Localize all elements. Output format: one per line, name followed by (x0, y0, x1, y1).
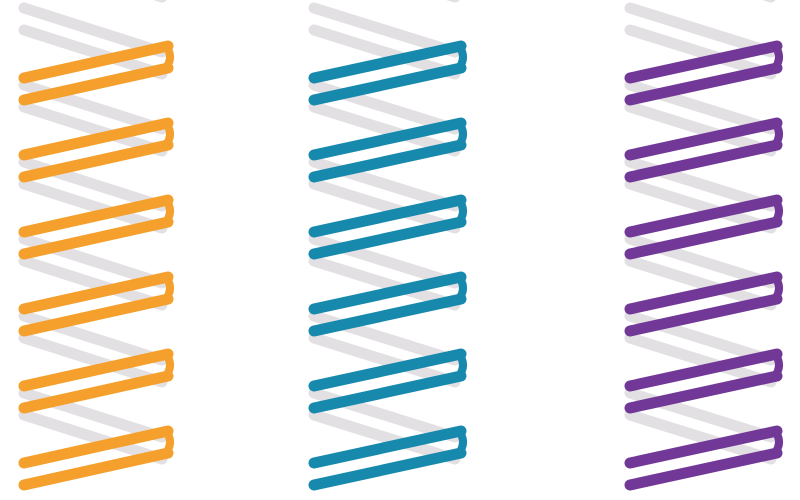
back-ribbon-strip (18, 2, 168, 58)
front-ribbon-strip (624, 348, 783, 392)
back-ribbon-strip (624, 332, 777, 388)
ribbon-curl (455, 42, 467, 72)
front-ribbon-strip (308, 139, 467, 183)
back-ribbon-strip (18, 332, 168, 388)
back-ribbon-strip (624, 2, 777, 58)
ribbon-curl (162, 273, 174, 303)
front-ribbon-strip (624, 271, 783, 315)
front-ribbon-strip (308, 62, 467, 106)
ribbon-curl (771, 119, 783, 149)
front-ribbon-strip (308, 348, 467, 392)
ribbon-curl (771, 273, 783, 303)
back-ribbon-strip (18, 409, 168, 465)
front-ribbon-strip (18, 216, 174, 260)
front-ribbon-strips (18, 40, 174, 491)
back-ribbon-strip (624, 24, 777, 80)
front-ribbon-strips (308, 40, 467, 491)
front-ribbon-strip (624, 117, 783, 161)
ribbon-curl (455, 350, 467, 380)
back-ribbon-strip (624, 255, 777, 311)
ribbon-curl (771, 196, 783, 226)
front-ribbon-strips (624, 40, 783, 491)
ribbon-curl (771, 427, 783, 457)
back-ribbon-strip (18, 178, 168, 234)
front-ribbon-strip (18, 293, 174, 337)
ribbon-curl (162, 350, 174, 380)
front-ribbon-strip (18, 139, 174, 183)
back-ribbon-strip (624, 178, 777, 234)
front-ribbon-strip (308, 370, 467, 414)
front-ribbon-strip (18, 62, 174, 106)
orange-spiral-ribbon-icon (18, 0, 174, 491)
front-ribbon-strip (18, 194, 174, 238)
ribbon-curl (162, 427, 174, 457)
back-ribbon-strip (308, 332, 461, 388)
front-ribbon-strip (18, 40, 174, 84)
back-ribbon-strip (308, 178, 461, 234)
ribbon-curl (455, 119, 467, 149)
ribbon-curl (771, 350, 783, 380)
front-ribbon-strip (308, 271, 467, 315)
back-ribbon-strip (308, 101, 461, 157)
front-ribbon-strip (308, 40, 467, 84)
ribbon-curl (455, 273, 467, 303)
front-ribbon-strip (18, 117, 174, 161)
front-ribbon-strip (624, 425, 783, 469)
purple-spiral-ribbon-icon (624, 0, 783, 491)
front-ribbon-strip (308, 194, 467, 238)
back-ribbon-strip (18, 24, 168, 80)
front-ribbon-strip (18, 425, 174, 469)
back-ribbon-strips (308, 0, 461, 465)
front-ribbon-strip (308, 447, 467, 491)
front-ribbon-strip (18, 447, 174, 491)
front-ribbon-strip (308, 216, 467, 260)
ribbon-curl (455, 427, 467, 457)
front-ribbon-strip (624, 62, 783, 106)
front-ribbon-strip (308, 117, 467, 161)
front-ribbon-strip (624, 40, 783, 84)
back-ribbon-strip (18, 101, 168, 157)
front-ribbon-strip (624, 216, 783, 260)
ribbon-curl (162, 42, 174, 72)
back-ribbon-strip (308, 409, 461, 465)
ribbon-curl (162, 119, 174, 149)
front-ribbon-strip (18, 370, 174, 414)
ribbon-curl (771, 42, 783, 72)
front-ribbon-strip (18, 348, 174, 392)
ribbon-curl (455, 196, 467, 226)
front-ribbon-strip (624, 447, 783, 491)
back-ribbon-strip (308, 24, 461, 80)
front-ribbon-strip (308, 293, 467, 337)
back-ribbon-strip (624, 101, 777, 157)
back-ribbon-strip (308, 255, 461, 311)
front-ribbon-strip (18, 271, 174, 315)
front-ribbon-strip (624, 293, 783, 337)
front-ribbon-strip (624, 139, 783, 183)
ribbon-curl (162, 196, 174, 226)
front-ribbon-strip (624, 194, 783, 238)
back-ribbon-strip (624, 409, 777, 465)
front-ribbon-strip (308, 425, 467, 469)
front-ribbon-strip (624, 370, 783, 414)
back-ribbon-strip (18, 255, 168, 311)
back-ribbon-strip (308, 2, 461, 58)
teal-spiral-ribbon-icon (308, 0, 467, 491)
